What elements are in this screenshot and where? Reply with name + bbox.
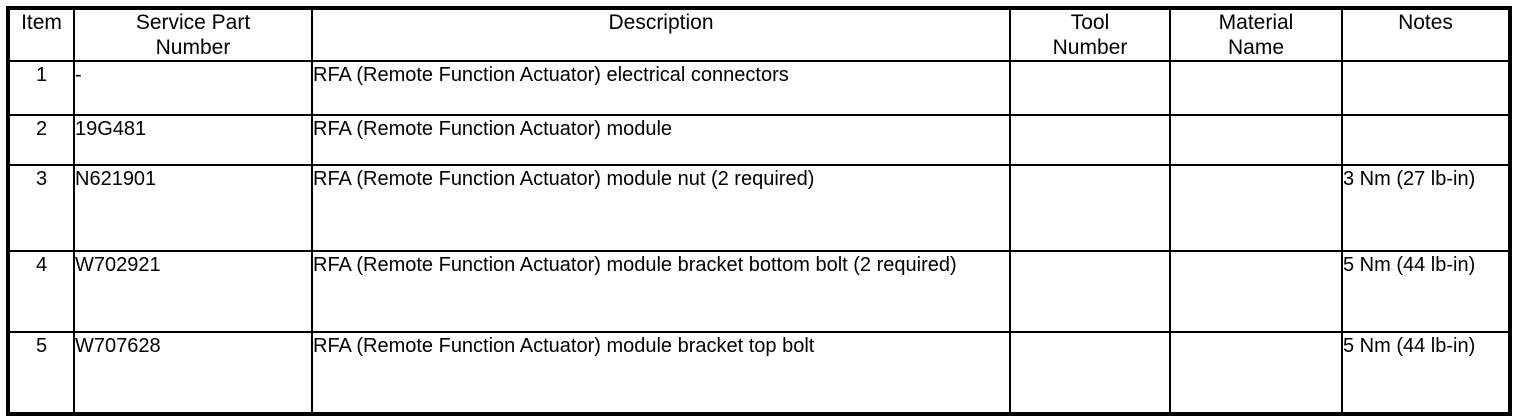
- table-row: 1 - RFA (Remote Function Actuator) elect…: [7, 60, 1511, 116]
- table-header-row: Item Service Part Number Description Too…: [7, 7, 1511, 62]
- column-header-material-name: Material Name: [1169, 7, 1343, 62]
- column-header-item: Item: [7, 7, 75, 62]
- cell-tool-number: [1009, 113, 1171, 166]
- cell-item: 1: [7, 60, 75, 116]
- cell-description: RFA (Remote Function Actuator) module: [311, 113, 1011, 166]
- cell-service-part-number: 19G481: [73, 113, 313, 166]
- column-header-material-name-line-2: Name: [1227, 36, 1285, 59]
- cell-description: RFA (Remote Function Actuator) module br…: [311, 330, 1011, 416]
- cell-description: RFA (Remote Function Actuator) module nu…: [311, 163, 1011, 253]
- cell-service-part-number: -: [73, 60, 313, 116]
- column-header-notes-line-1: Notes: [1398, 11, 1453, 34]
- cell-notes: 3 Nm (27 lb-in): [1341, 163, 1511, 253]
- cell-description: RFA (Remote Function Actuator) module br…: [311, 250, 1011, 333]
- column-header-description: Description: [311, 7, 1011, 62]
- cell-material-name: [1169, 330, 1343, 416]
- table-body: 1 - RFA (Remote Function Actuator) elect…: [7, 60, 1511, 416]
- cell-notes: 5 Nm (44 lb-in): [1341, 250, 1511, 333]
- service-parts-table: Item Service Part Number Description Too…: [6, 6, 1512, 416]
- service-parts-table-container: Item Service Part Number Description Too…: [6, 6, 1512, 416]
- table-row: 4 W702921 RFA (Remote Function Actuator)…: [7, 250, 1511, 333]
- cell-notes: 5 Nm (44 lb-in): [1341, 330, 1511, 416]
- cell-notes: [1341, 113, 1511, 166]
- table-row: 5 W707628 RFA (Remote Function Actuator)…: [7, 330, 1511, 416]
- column-header-tool-number-line-1: Tool: [1070, 11, 1110, 34]
- cell-material-name: [1169, 250, 1343, 333]
- cell-tool-number: [1009, 163, 1171, 253]
- cell-description: RFA (Remote Function Actuator) electrica…: [311, 60, 1011, 116]
- cell-service-part-number: W702921: [73, 250, 313, 333]
- column-header-material-name-line-1: Material: [1218, 11, 1294, 34]
- cell-material-name: [1169, 60, 1343, 116]
- cell-item: 4: [7, 250, 75, 333]
- column-header-description-line-1: Description: [608, 11, 714, 34]
- cell-service-part-number: W707628: [73, 330, 313, 416]
- column-header-service-part-number-line-2: Number: [155, 36, 231, 59]
- cell-item: 5: [7, 330, 75, 416]
- column-header-service-part-number-line-1: Service Part: [135, 11, 251, 34]
- cell-service-part-number: N621901: [73, 163, 313, 253]
- column-header-item-line-1: Item: [21, 11, 62, 34]
- cell-item: 3: [7, 163, 75, 253]
- cell-tool-number: [1009, 60, 1171, 116]
- cell-material-name: [1169, 113, 1343, 166]
- cell-tool-number: [1009, 250, 1171, 333]
- column-header-tool-number: Tool Number: [1009, 7, 1171, 62]
- cell-material-name: [1169, 163, 1343, 253]
- table-row: 3 N621901 RFA (Remote Function Actuator)…: [7, 163, 1511, 253]
- cell-item: 2: [7, 113, 75, 166]
- cell-notes: [1341, 60, 1511, 116]
- column-header-service-part-number: Service Part Number: [73, 7, 313, 62]
- table-header: Item Service Part Number Description Too…: [7, 7, 1511, 62]
- column-header-notes: Notes: [1341, 7, 1511, 62]
- table-row: 2 19G481 RFA (Remote Function Actuator) …: [7, 113, 1511, 166]
- column-header-tool-number-line-2: Number: [1052, 36, 1128, 59]
- cell-tool-number: [1009, 330, 1171, 416]
